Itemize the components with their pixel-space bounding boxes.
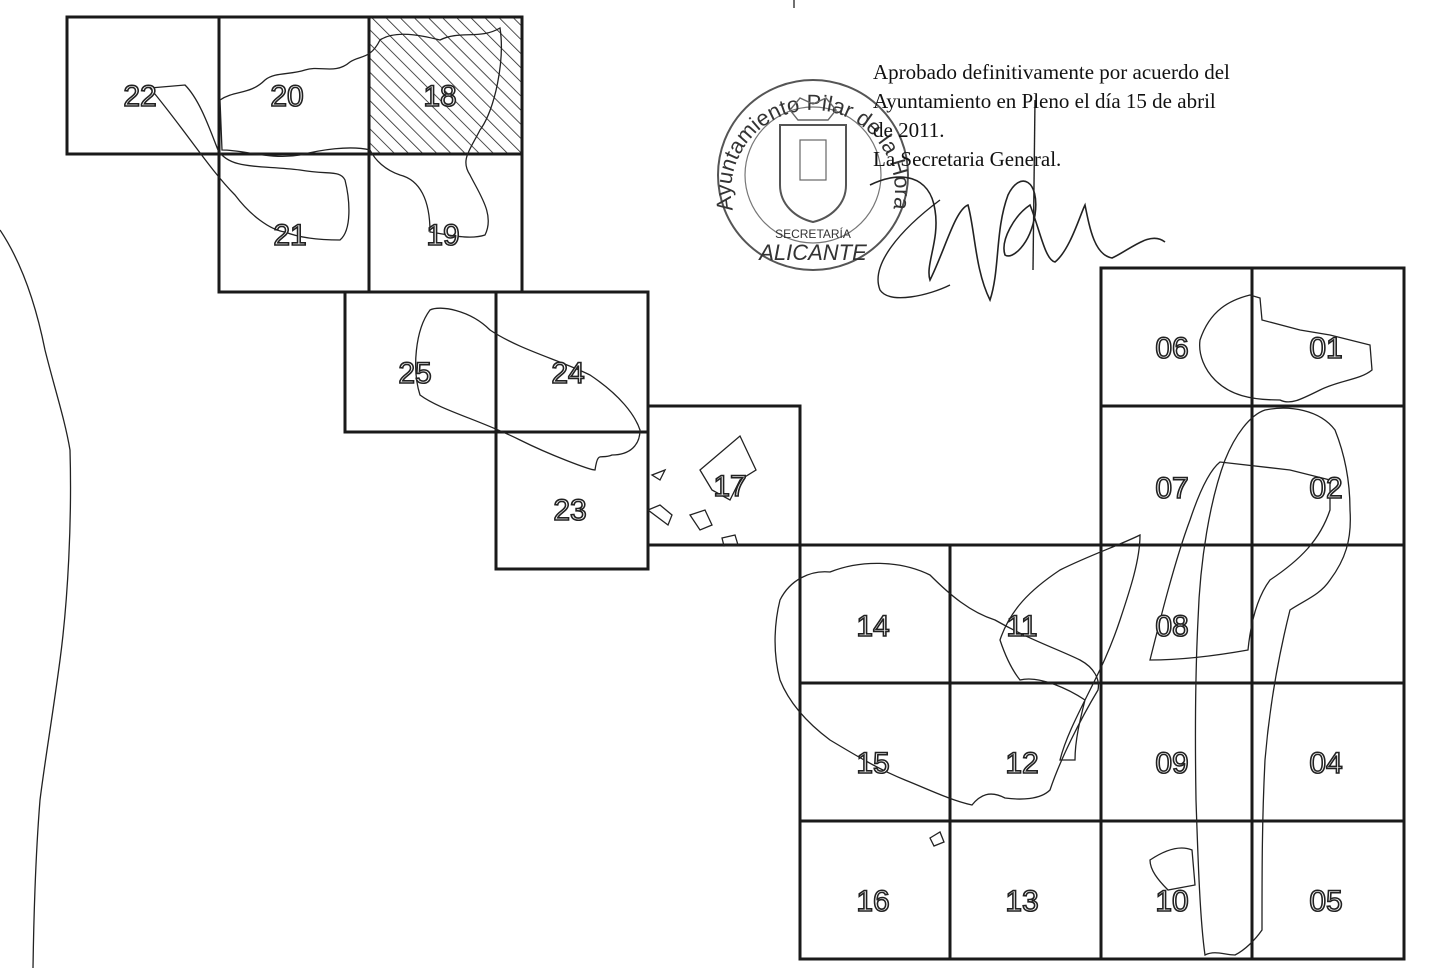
sheet-label-19: 19	[426, 219, 459, 252]
tower-icon	[799, 139, 827, 181]
sheet-label-17: 17	[713, 470, 746, 503]
sheet-label-10: 10	[1155, 885, 1188, 918]
sheet-label-21: 21	[273, 219, 306, 252]
sheet-label-18: 18	[423, 80, 456, 113]
signature-stroke	[1032, 99, 1036, 271]
municipal-boundaries	[148, 26, 1373, 956]
sheet-label-23: 23	[553, 494, 586, 527]
seal-bottom-text: ALICANTE	[757, 240, 867, 265]
coastline	[0, 229, 72, 968]
sheet-label-25: 25	[398, 357, 431, 390]
sheet-label-22: 22	[123, 80, 156, 113]
approval-line: La Secretaria General.	[873, 147, 1062, 171]
approval-line: de 2011.	[873, 118, 945, 142]
sheet-label-04: 04	[1309, 747, 1342, 780]
sheet-label-15: 15	[856, 747, 889, 780]
sheet-label-01: 01	[1309, 332, 1342, 365]
sheet-grid	[65, 15, 1406, 961]
map-sheet-05[interactable]	[1250, 819, 1406, 961]
sheet-label-14: 14	[856, 610, 889, 643]
approval-line: Ayuntamiento en Pleno el día 15 de abril	[873, 89, 1216, 113]
sheet-label-06: 06	[1155, 332, 1188, 365]
sheet-label-08: 08	[1155, 610, 1188, 643]
crown-icon	[789, 97, 837, 121]
approval-line: Aprobado definitivamente por acuerdo del	[873, 60, 1230, 84]
sheet-label-05: 05	[1309, 885, 1342, 918]
sheet-label-24: 24	[551, 357, 584, 390]
approval-note: Aprobado definitivamente por acuerdo del…	[873, 58, 1353, 174]
sheet-label-12: 12	[1005, 747, 1038, 780]
sheet-label-13: 13	[1005, 885, 1038, 918]
sheet-label-02: 02	[1309, 472, 1342, 505]
sheet-label-09: 09	[1155, 747, 1188, 780]
sheet-label-11: 11	[1006, 610, 1037, 643]
map-sheet-03[interactable]	[1250, 543, 1406, 685]
seal-shield-icon	[779, 124, 847, 224]
sheet-labels: 22 20 18 21 19 25 24 23 17 06 01 07 02 14 11 08 15 12 09 04…	[123, 79, 1344, 919]
seal-inner-ring	[744, 106, 882, 244]
signature-loop	[877, 199, 951, 299]
sheet-label-07: 07	[1155, 472, 1188, 505]
sheet-label-20: 20	[270, 80, 303, 113]
seal-center-text: SECRETARÍA	[775, 226, 851, 241]
sheet-label-16: 16	[856, 885, 889, 918]
seal-outer-ring	[717, 79, 909, 271]
